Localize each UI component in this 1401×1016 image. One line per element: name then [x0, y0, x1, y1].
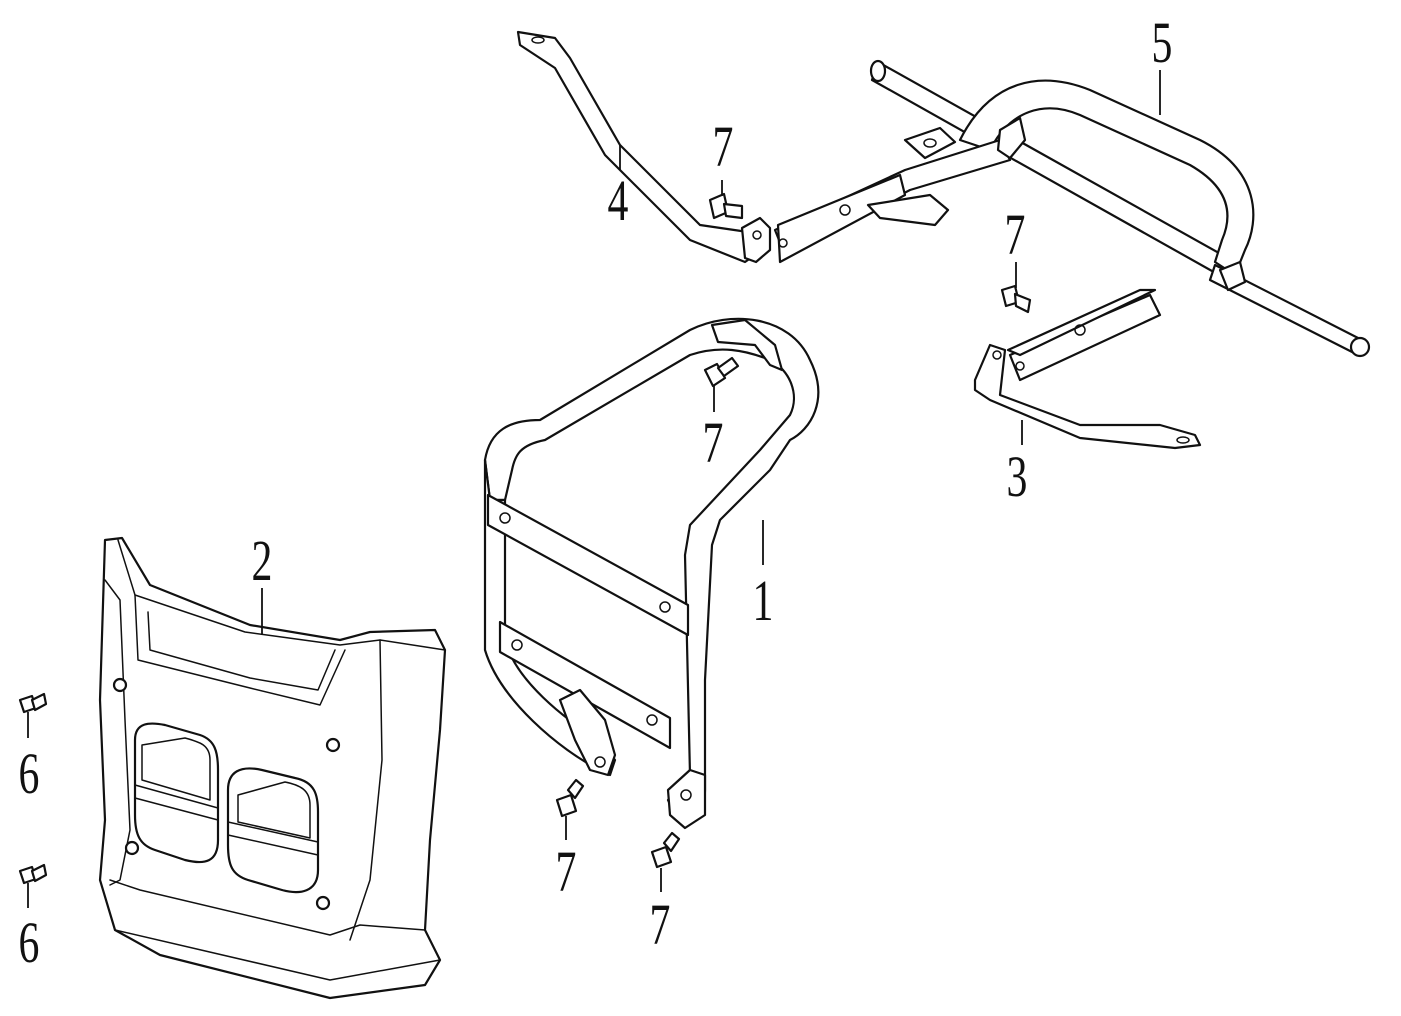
callout-7-lower-right: 7 — [649, 892, 671, 957]
bolt-7-frame-top — [703, 356, 740, 412]
screw-6-bottom — [18, 863, 48, 908]
callout-2: 2 — [251, 528, 273, 593]
callout-7-frame-top: 7 — [702, 410, 724, 475]
callout-5: 5 — [1151, 10, 1173, 75]
callout-7-upper-left: 7 — [712, 114, 734, 179]
front-cover-panel — [98, 536, 447, 1000]
callout-6-top: 6 — [18, 741, 40, 806]
bolt-7-lower-left — [555, 778, 585, 840]
callout-6-bottom: 6 — [18, 910, 40, 975]
screw-6-top — [18, 692, 48, 738]
right-bracket-arm — [973, 343, 1202, 450]
bolt-7-upper-left — [708, 180, 744, 220]
callout-7-lower-left: 7 — [555, 839, 577, 904]
callout-4: 4 — [607, 168, 629, 233]
callout-3: 3 — [1006, 444, 1028, 509]
callout-1: 1 — [752, 568, 774, 633]
bolt-7-lower-right — [650, 831, 681, 892]
front-guard-frame — [483, 317, 820, 830]
left-bracket-arm — [516, 30, 772, 264]
callout-7-right: 7 — [1004, 202, 1026, 267]
bolt-7-right — [1000, 262, 1032, 314]
rear-carrier-bar — [773, 59, 1371, 382]
